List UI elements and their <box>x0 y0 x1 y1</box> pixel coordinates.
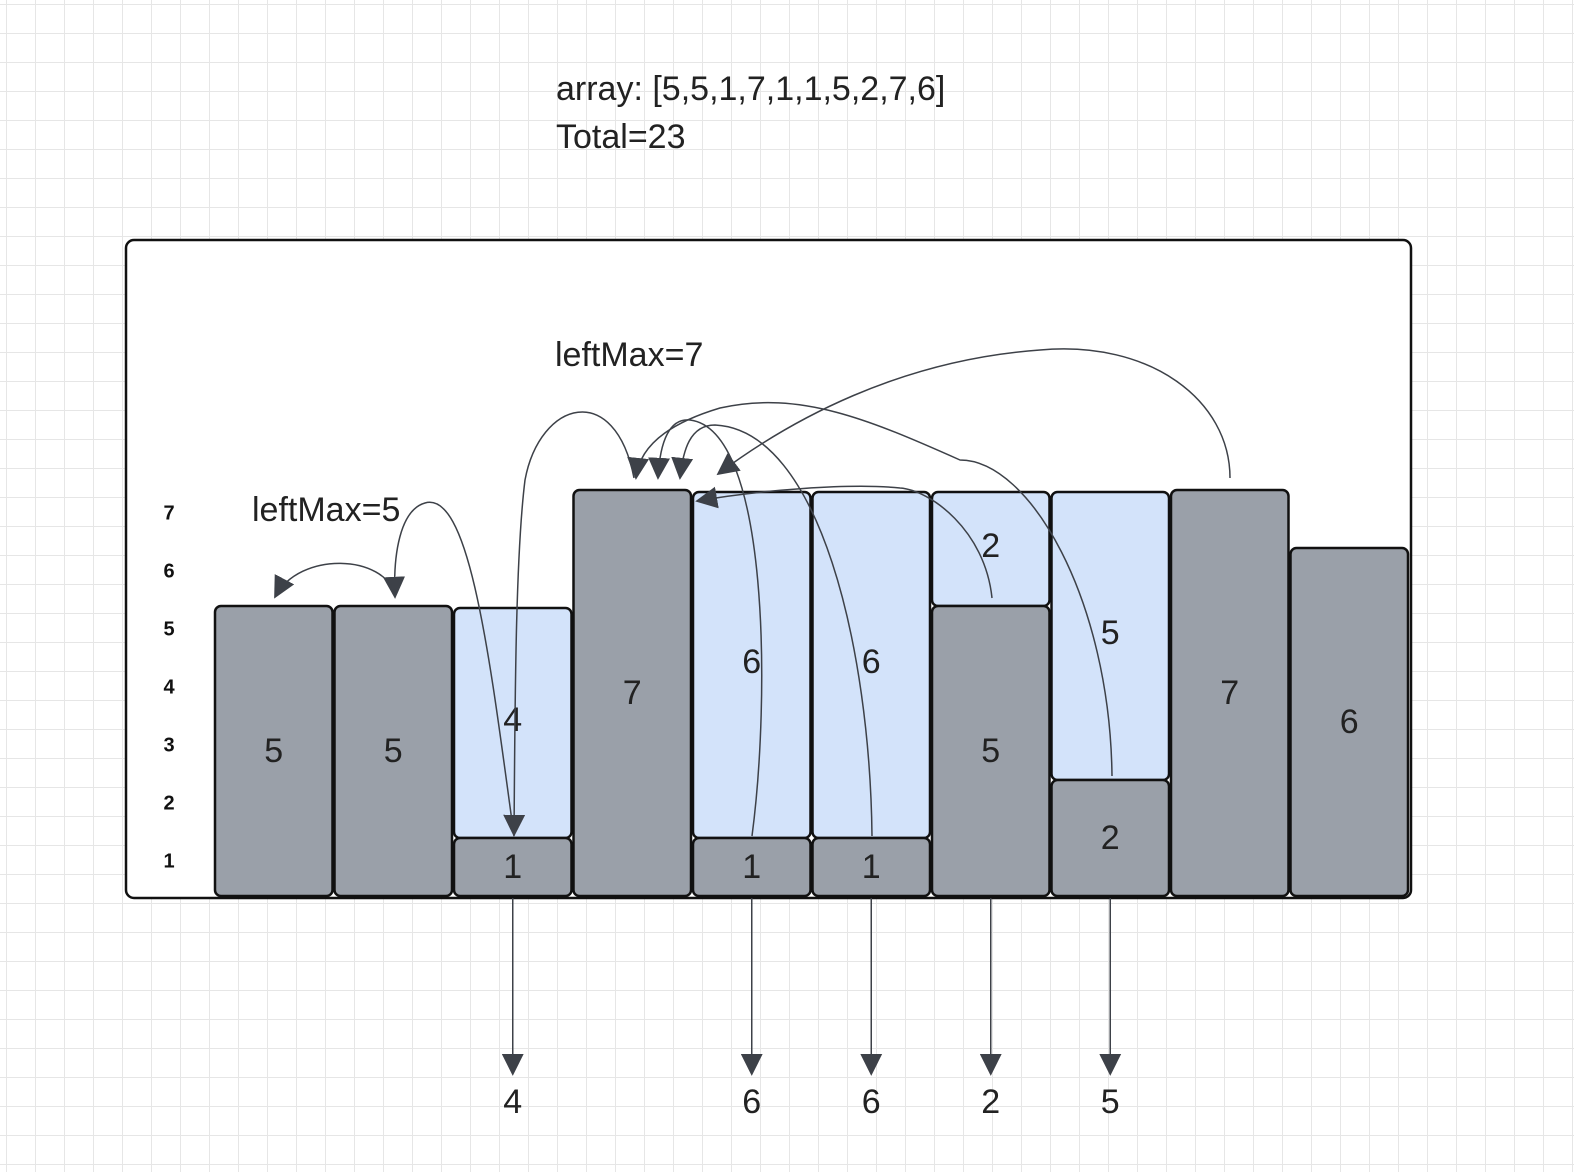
bar-value-label: 1 <box>742 848 761 886</box>
arrow-bar7-to-bar3 <box>627 401 1113 777</box>
array-bar <box>811 836 932 898</box>
bar-value-label: 5 <box>384 732 403 770</box>
bars-group: 5 5 4 1 7 6 1 6 1 2 5 5 2 7 6 <box>213 488 1410 898</box>
array-bar <box>213 604 334 898</box>
array-bar <box>452 836 573 898</box>
array-bar <box>1289 546 1410 898</box>
bar-value-label: 1 <box>862 848 881 886</box>
output-label: 5 <box>1101 1083 1120 1121</box>
water-label: 4 <box>503 701 522 739</box>
bar-value-label: 7 <box>1220 674 1239 712</box>
output-label: 6 <box>862 1083 881 1121</box>
water-label: 5 <box>1101 614 1120 652</box>
output-label: 4 <box>503 1083 522 1121</box>
bar-value-label: 6 <box>1340 703 1359 741</box>
y-axis-tick: 1 <box>163 850 174 872</box>
arrow-bar5-to-bar3 <box>671 424 873 837</box>
water-label: 6 <box>862 643 881 681</box>
y-axis-tick: 3 <box>163 734 174 756</box>
y-axis-tick: 6 <box>163 560 174 582</box>
y-axis-tick: 7 <box>163 502 174 524</box>
leftmax-7-label: leftMax=7 <box>555 336 703 374</box>
array-title: array: [5,5,1,7,1,1,5,2,7,6] <box>556 70 946 108</box>
bar-value-label: 5 <box>264 732 283 770</box>
output-label: 6 <box>742 1083 761 1121</box>
y-axis: 1 2 3 4 5 6 7 <box>163 502 175 872</box>
y-axis-tick: 4 <box>163 676 175 698</box>
array-bar <box>691 836 812 898</box>
bar-value-label: 5 <box>981 732 1000 770</box>
bar-value-label: 7 <box>623 674 642 712</box>
y-axis-tick: 2 <box>163 792 174 814</box>
output-label: 2 <box>981 1083 1000 1121</box>
arrow-bar2-to-bar1 <box>383 501 515 837</box>
bar-value-label: 1 <box>503 848 522 886</box>
y-axis-tick: 5 <box>163 618 174 640</box>
arrow-bar6-to-bar3 <box>695 485 993 599</box>
array-bar <box>572 488 693 898</box>
array-bar <box>333 604 454 898</box>
array-bar <box>930 604 1051 898</box>
array-bar <box>1169 488 1290 898</box>
arrow-bar7top-to-bar2water <box>503 411 635 837</box>
water-label: 2 <box>981 527 1000 565</box>
leftmax-arrows <box>274 348 1231 837</box>
array-bar <box>1050 778 1171 898</box>
total-title: Total=23 <box>556 118 686 156</box>
arrow-bar8-to-bar3 <box>716 348 1231 479</box>
water-label: 6 <box>742 643 761 681</box>
outputs-group: 4 6 6 2 5 <box>501 898 1122 1121</box>
leftmax-5-label: leftMax=5 <box>252 491 400 529</box>
bar-value-label: 2 <box>1101 819 1120 857</box>
